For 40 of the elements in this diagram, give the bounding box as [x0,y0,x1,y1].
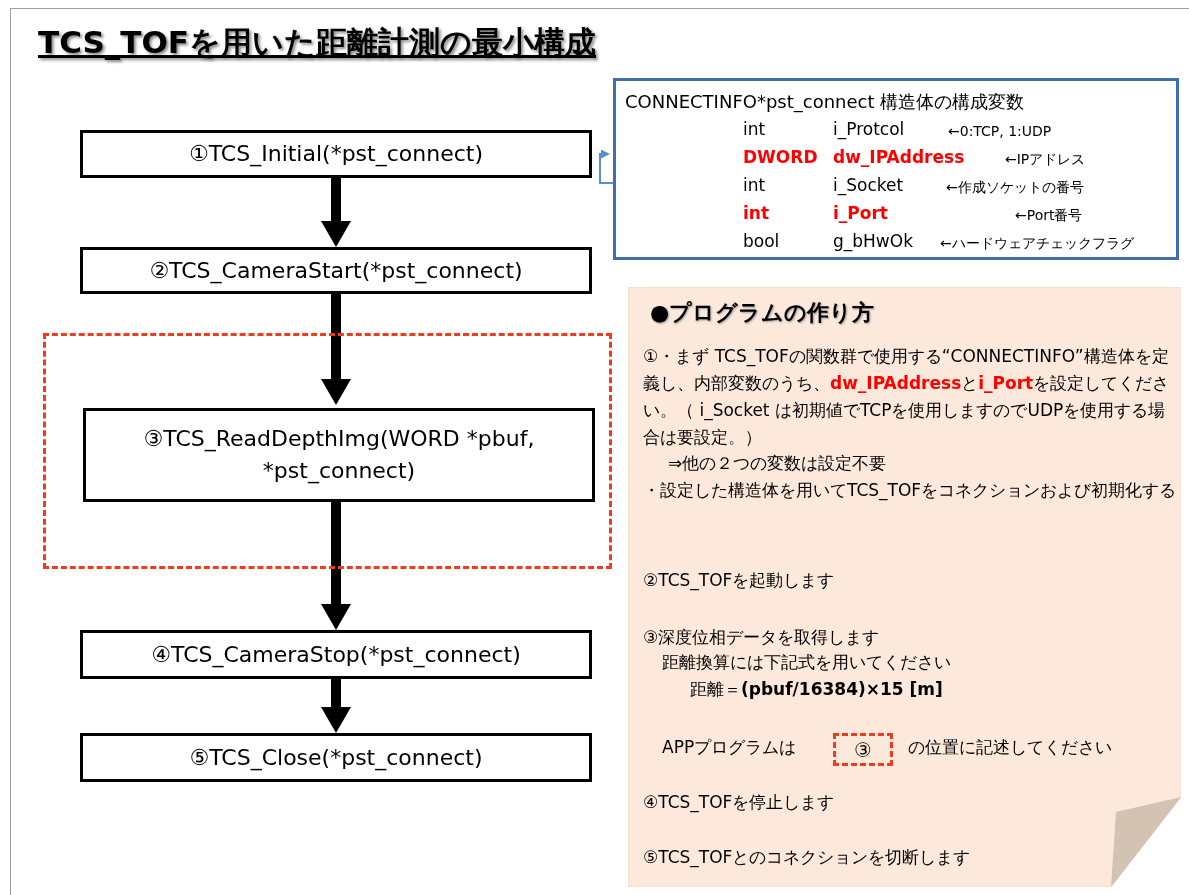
process-box: ⑤TCS_Close(*pst_connect) [80,733,592,782]
note-text: APPプログラムは [662,736,797,759]
process-box: ③TCS_ReadDepthImg(WORD *pbuf, *pst_connect) [83,408,595,502]
type-name: int [743,118,766,141]
note-text: ③深度位相データを取得します [643,626,880,649]
arrow [599,149,614,184]
info-box [613,78,1179,260]
note-text: ⑤TCS_TOFとのコネクションを切断します [643,846,971,870]
variable-name: dw_IPAddress [833,146,965,169]
comment-text: ←作成ソケットの番号 [946,178,1084,197]
arrow [321,178,351,247]
comment-text: ←0:TCP, 1:UDP [948,122,1052,141]
arrow [321,294,351,405]
note-text: ④TCS_TOFを停止します [643,791,835,815]
variable-name: i_Port [833,202,888,225]
struct-heading: CONNECTINFO*pst_connect 構造体の構成変数 [625,90,1025,114]
note-text: の位置に記述してください [908,736,1112,759]
note-text: 距離換算には下記式を用いてください [662,651,951,674]
comment-text: ←Port番号 [1015,206,1083,225]
arrow [321,679,351,733]
type-name: int [743,174,766,197]
type-name: bool [743,230,780,253]
note-heading: ●プログラムの作り方 [650,299,875,326]
variable-name: i_Protcol [833,118,905,141]
note-text: ・設定した構造体を用いてTCS_TOFをコネクションおよび初期化する [643,479,1178,503]
type-name: DWORD [743,146,818,169]
comment-text: ←ハードウェアチェックフラグ [940,234,1134,253]
note-text: ⇒他の２つの変数は設定不要 [668,452,887,475]
variable-name: g_bHwOk [833,230,913,253]
comment-text: ←IPアドレス [1005,150,1086,169]
variable-name: i_Socket [833,174,904,197]
process-box: ②TCS_CameraStart(*pst_connect) [80,247,592,294]
dashed-region [43,333,612,569]
title: TCS_TOFを用いた距離計測の最小構成 [38,23,596,62]
note-text: ②TCS_TOFを起動します [643,569,835,593]
process-box: ④TCS_CameraStop(*pst_connect) [80,630,592,679]
process-box: ①TCS_Initial(*pst_connect) [80,130,592,178]
type-name: int [743,202,770,225]
note-text: 距離＝(pbuf/16384)×15 [m] [690,678,943,701]
dashed-marker-box: ③ [833,733,893,766]
